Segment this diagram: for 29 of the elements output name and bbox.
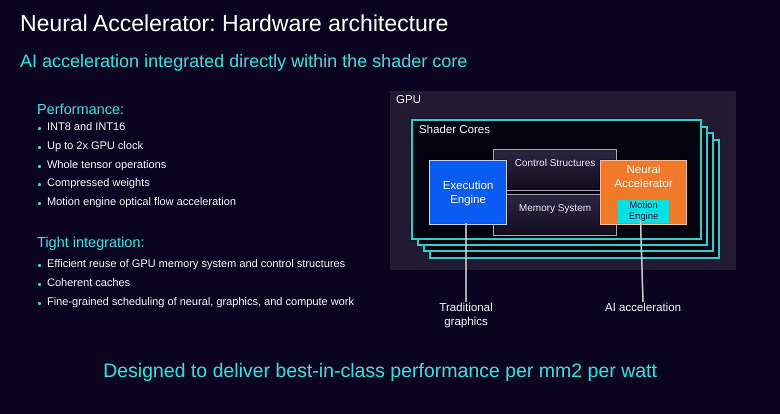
bullet-text: INT8 and INT16 xyxy=(47,121,126,133)
bullet-text: Fine-grained scheduling of neural, graphics, and compute work xyxy=(47,296,354,308)
box-label: Neural Accelerator xyxy=(613,164,674,192)
section-heading: Performance: xyxy=(37,102,124,118)
shader-core-box xyxy=(411,119,702,240)
box-label: GPU xyxy=(396,94,421,108)
slide-title: Neural Accelerator: Hardware architecture xyxy=(20,10,448,37)
bullet-text: Compressed weights xyxy=(47,177,150,189)
leader-line xyxy=(640,220,644,302)
box-label: Control Structures xyxy=(514,158,596,170)
motion-engine-box xyxy=(618,200,669,223)
caption: Designed to deliver best-in-class performance per mm2 per watt xyxy=(102,360,658,382)
leader-line xyxy=(465,223,467,302)
bullet-text: Efficient reuse of GPU memory system and control structures xyxy=(47,258,346,270)
bullet-text: Motion engine optical flow acceleration xyxy=(47,196,236,208)
engine-box xyxy=(429,160,507,225)
box-label: Execution Engine xyxy=(442,180,494,208)
leader-text: AI acceleration xyxy=(604,302,682,316)
section-heading: Tight integration: xyxy=(37,235,144,251)
box-label: Memory System xyxy=(518,203,592,215)
leader-text: Traditional graphics xyxy=(438,302,494,330)
accelerator-box xyxy=(600,160,687,225)
bullet-text: Up to 2x GPU clock xyxy=(47,140,143,152)
gpu-panel xyxy=(390,91,736,270)
bullet-text: Coherent caches xyxy=(47,277,130,289)
box-label: Shader Cores xyxy=(419,124,490,138)
bullet-text: Whole tensor operations xyxy=(47,159,166,171)
subtitle: AI acceleration integrated directly within the shader core xyxy=(20,51,468,72)
box-label: Motion Engine xyxy=(628,200,660,223)
